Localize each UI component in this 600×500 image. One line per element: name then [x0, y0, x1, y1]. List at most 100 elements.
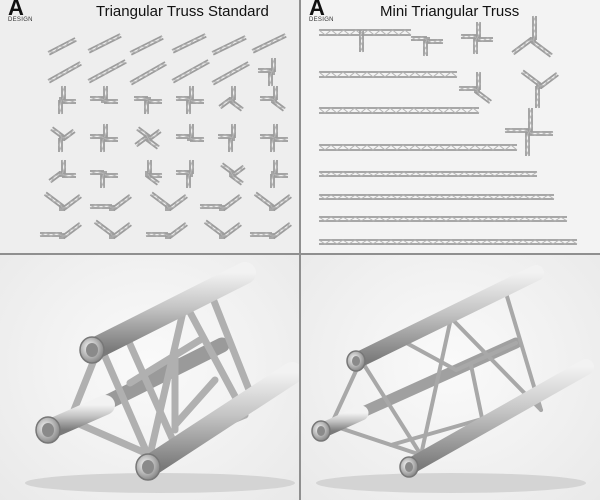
truss-corner-arm	[476, 21, 481, 39]
truss-corner-arm	[145, 232, 169, 237]
truss-corner-arm	[50, 126, 65, 139]
tube-end-cap	[352, 356, 360, 366]
truss-corner-arm	[474, 89, 492, 104]
truss-corner-arm	[410, 36, 428, 41]
truss-corner-arm	[259, 134, 275, 139]
truss-corner-arm	[203, 219, 225, 237]
tube-end-cap	[86, 343, 98, 357]
truss-corner-arm	[218, 96, 233, 110]
truss-corner-arm	[147, 159, 152, 175]
tube-end-cap	[42, 423, 54, 437]
truss-corner-arm	[167, 222, 188, 240]
truss-straight-piece	[47, 61, 82, 84]
truss-corner-arm	[147, 99, 163, 104]
truss-corner-arm	[175, 170, 191, 175]
brand-logo-letter: A	[309, 0, 325, 20]
truss-corner-arm	[217, 134, 233, 139]
truss-straight-piece	[87, 33, 122, 54]
mini-truss-straight-piece	[318, 107, 480, 114]
mini-truss-parts-grid	[318, 15, 578, 245]
truss-corner-arm	[61, 128, 76, 142]
truss-tube	[81, 262, 256, 361]
brand-logo: A DESIGN	[8, 0, 36, 27]
truss-corner-arm	[199, 204, 223, 209]
truss-corner-arm	[189, 159, 194, 175]
truss-corner-arm	[61, 85, 66, 101]
truss-corner-arm	[231, 85, 236, 101]
truss-straight-piece	[47, 37, 77, 56]
truss-corner-arm	[175, 134, 191, 139]
mini-truss-straight-piece	[318, 144, 518, 151]
truss-corner-arm	[253, 191, 275, 209]
truss-corner-arm	[229, 99, 244, 112]
mini-truss-title: Mini Triangular Truss	[380, 3, 520, 20]
truss-corner-arm	[229, 173, 244, 186]
truss-corner-arm	[528, 131, 554, 136]
truss-corner-arm	[473, 37, 478, 55]
truss-corner-arm	[271, 99, 286, 112]
standard-truss-render-panel	[0, 255, 299, 500]
truss-corner-arm	[103, 99, 119, 104]
standard-truss-parts-grid	[39, 33, 292, 240]
truss-corner-arm	[61, 99, 77, 104]
truss-corner-arm	[530, 39, 553, 58]
standard-truss-catalog-panel: A DESIGN Triangular Truss Standard	[0, 0, 299, 253]
truss-corner-arm	[273, 137, 289, 142]
truss-corner-arm	[460, 34, 478, 39]
truss-corner-arm	[532, 15, 537, 41]
truss-corner-arm	[504, 128, 530, 133]
truss-straight-piece	[171, 59, 210, 84]
truss-corner-arm	[147, 128, 162, 142]
truss-corner-arm	[273, 159, 278, 175]
tube-end-cap	[317, 426, 325, 436]
truss-corner-arm	[271, 222, 292, 240]
tube-end-cap	[142, 460, 154, 474]
truss-corner-arm	[249, 232, 273, 237]
truss-corner-arm	[273, 173, 289, 178]
truss-corner-arm	[423, 39, 428, 57]
truss-corner-arm	[89, 134, 105, 139]
mini-truss-straight-piece	[318, 171, 538, 177]
truss-corner-arm	[221, 194, 242, 212]
truss-corner-arm	[458, 86, 478, 91]
truss-corner-arm	[111, 222, 132, 240]
truss-corner-arm	[43, 191, 65, 209]
truss-corner-arm	[231, 164, 246, 178]
truss-corner-arm	[103, 137, 119, 142]
truss-corner-arm	[228, 137, 233, 153]
ground-shadow	[316, 473, 586, 493]
mini-truss-straight-piece	[318, 71, 458, 78]
mini-truss-render-icon	[311, 265, 594, 493]
truss-corner-arm	[136, 126, 151, 139]
truss-corner-arm	[186, 99, 191, 115]
truss-corner-arm	[259, 96, 275, 101]
mini-truss-catalog-panel: A DESIGN Mini Triangular Truss	[301, 0, 600, 253]
truss-corner-arm	[189, 99, 205, 104]
truss-corner-arm	[103, 173, 119, 178]
truss-corner-arm	[89, 96, 105, 101]
mini-truss-straight-piece	[318, 216, 568, 222]
truss-corner-arm	[145, 173, 160, 186]
brand-logo: A DESIGN	[309, 0, 337, 27]
truss-corner-arm	[189, 123, 194, 139]
truss-corner-arm	[271, 194, 292, 212]
truss-corner-arm	[58, 99, 63, 115]
truss-corner-arm	[426, 39, 444, 44]
brand-logo-word: DESIGN	[8, 17, 33, 23]
truss-corner-arm	[48, 170, 63, 184]
brand-logo-word: DESIGN	[309, 17, 334, 23]
truss-corner-arm	[186, 173, 191, 189]
tube-end-cap	[405, 462, 413, 472]
truss-corner-arm	[133, 96, 149, 101]
truss-tube	[348, 265, 544, 369]
truss-corner-arm	[525, 131, 530, 157]
truss-tube	[137, 362, 299, 478]
truss-corner-arm	[89, 204, 113, 209]
truss-corner-arm	[535, 85, 540, 109]
mini-truss-straight-piece	[359, 29, 364, 53]
truss-corner-arm	[476, 37, 494, 42]
truss-corner-arm	[58, 137, 63, 153]
truss-corner-arm	[144, 99, 149, 115]
truss-corner-arm	[511, 36, 534, 56]
